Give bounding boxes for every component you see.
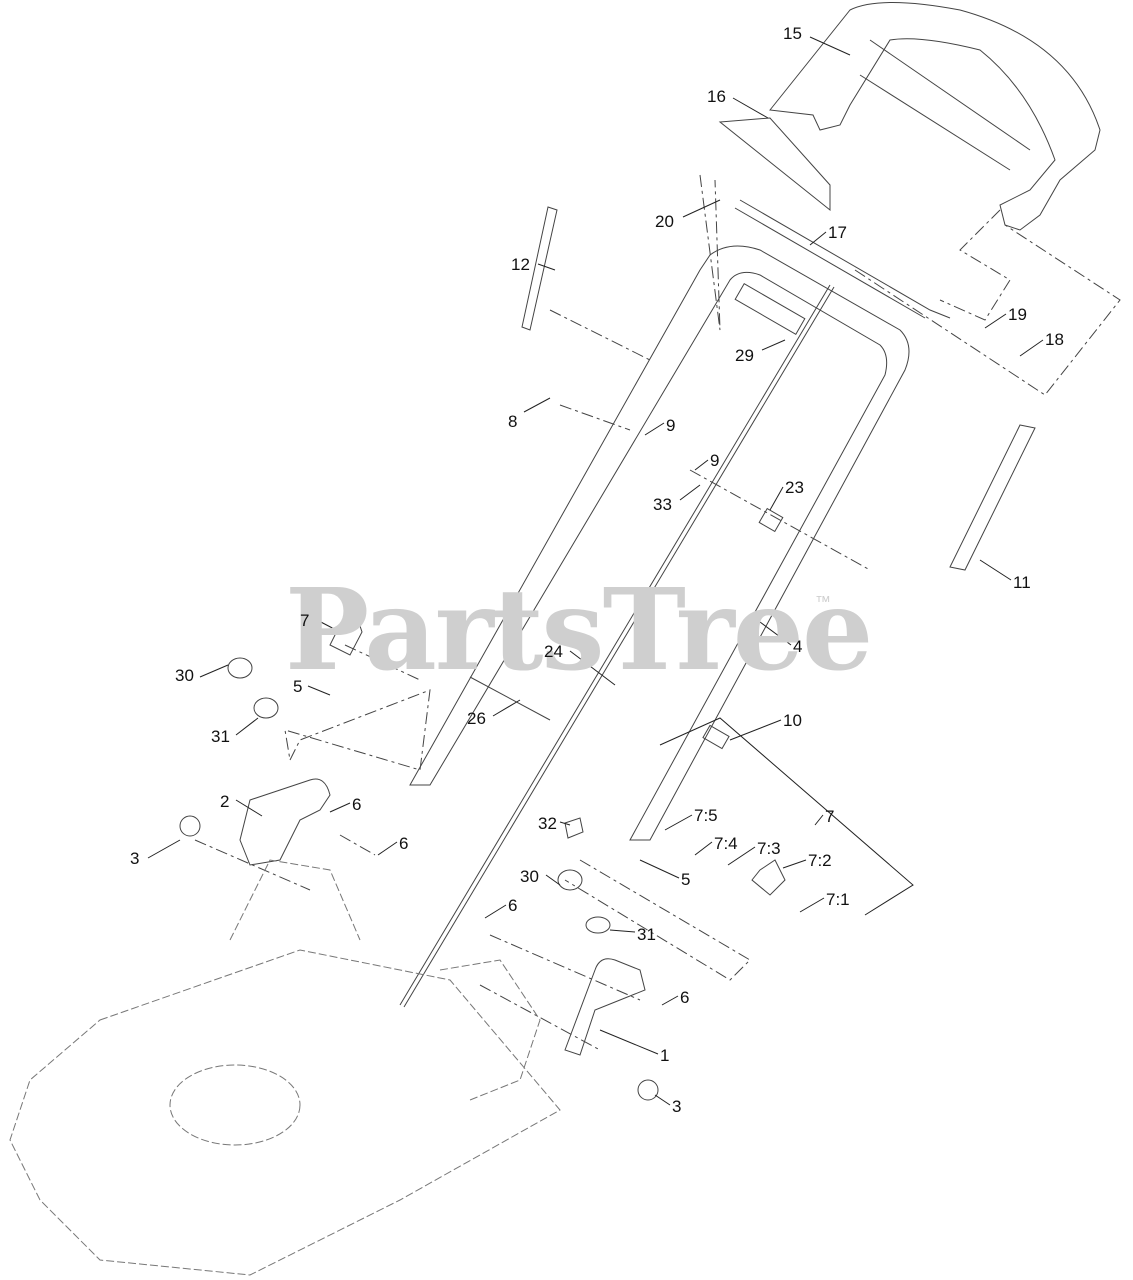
callout-label: 7:2	[808, 851, 832, 870]
callout-label: 3	[130, 849, 140, 868]
callout-label: 5	[681, 870, 691, 889]
callout-label: 20	[655, 212, 674, 231]
callout-label: 2	[220, 792, 230, 811]
callout-label: 9	[666, 416, 676, 435]
callout-label: 16	[707, 87, 726, 106]
callout-label: 19	[1008, 305, 1027, 324]
handle-pad	[718, 117, 831, 212]
cable-guide-right	[949, 424, 1036, 571]
callout-label: 12	[511, 255, 530, 274]
height-adjust-bracket-left	[239, 778, 331, 866]
callout-label: 31	[637, 925, 656, 944]
cable-guide-left	[521, 206, 558, 331]
mower-deck	[9, 859, 561, 1276]
callout-label: 30	[520, 867, 539, 886]
trademark-symbol: ™	[815, 594, 831, 611]
callout-label: 15	[783, 24, 802, 43]
callout-label: 18	[1045, 330, 1064, 349]
callout-label: 24	[544, 642, 563, 661]
callout-label: 7:3	[757, 839, 781, 858]
callout-label: 7	[825, 807, 835, 826]
callout-label: 7:5	[694, 806, 718, 825]
callout-label: 31	[211, 727, 230, 746]
callout-label: 23	[785, 478, 804, 497]
callout-label: 7:1	[826, 890, 850, 909]
callout-label: 33	[653, 495, 672, 514]
height-adjust-bracket-right	[564, 958, 646, 1056]
callout-label: 6	[399, 834, 409, 853]
callout-label: 5	[293, 677, 303, 696]
callout-label: 3	[672, 1097, 682, 1116]
callout-label: 32	[538, 814, 557, 833]
callout-label: 11	[1013, 573, 1031, 592]
callout-label: 10	[783, 711, 802, 730]
callout-label: 6	[352, 795, 362, 814]
upper-handle-grip	[769, 2, 1101, 231]
callout-label: 7:4	[714, 834, 738, 853]
callout-label: 1	[660, 1046, 670, 1065]
callout-label: 6	[508, 896, 518, 915]
callout-label: 30	[175, 666, 194, 685]
callout-label: 29	[735, 346, 754, 365]
callout-label: 6	[680, 988, 690, 1007]
callout-label: 26	[467, 709, 486, 728]
callout-label: 4	[793, 637, 803, 656]
callout-label: 7	[300, 611, 310, 630]
main-handle-frame	[409, 245, 910, 841]
callout-label: 9	[710, 451, 720, 470]
callout-label: 17	[828, 223, 847, 242]
partstree-watermark: PartsTree	[285, 565, 873, 696]
callout-label: 8	[508, 412, 518, 431]
